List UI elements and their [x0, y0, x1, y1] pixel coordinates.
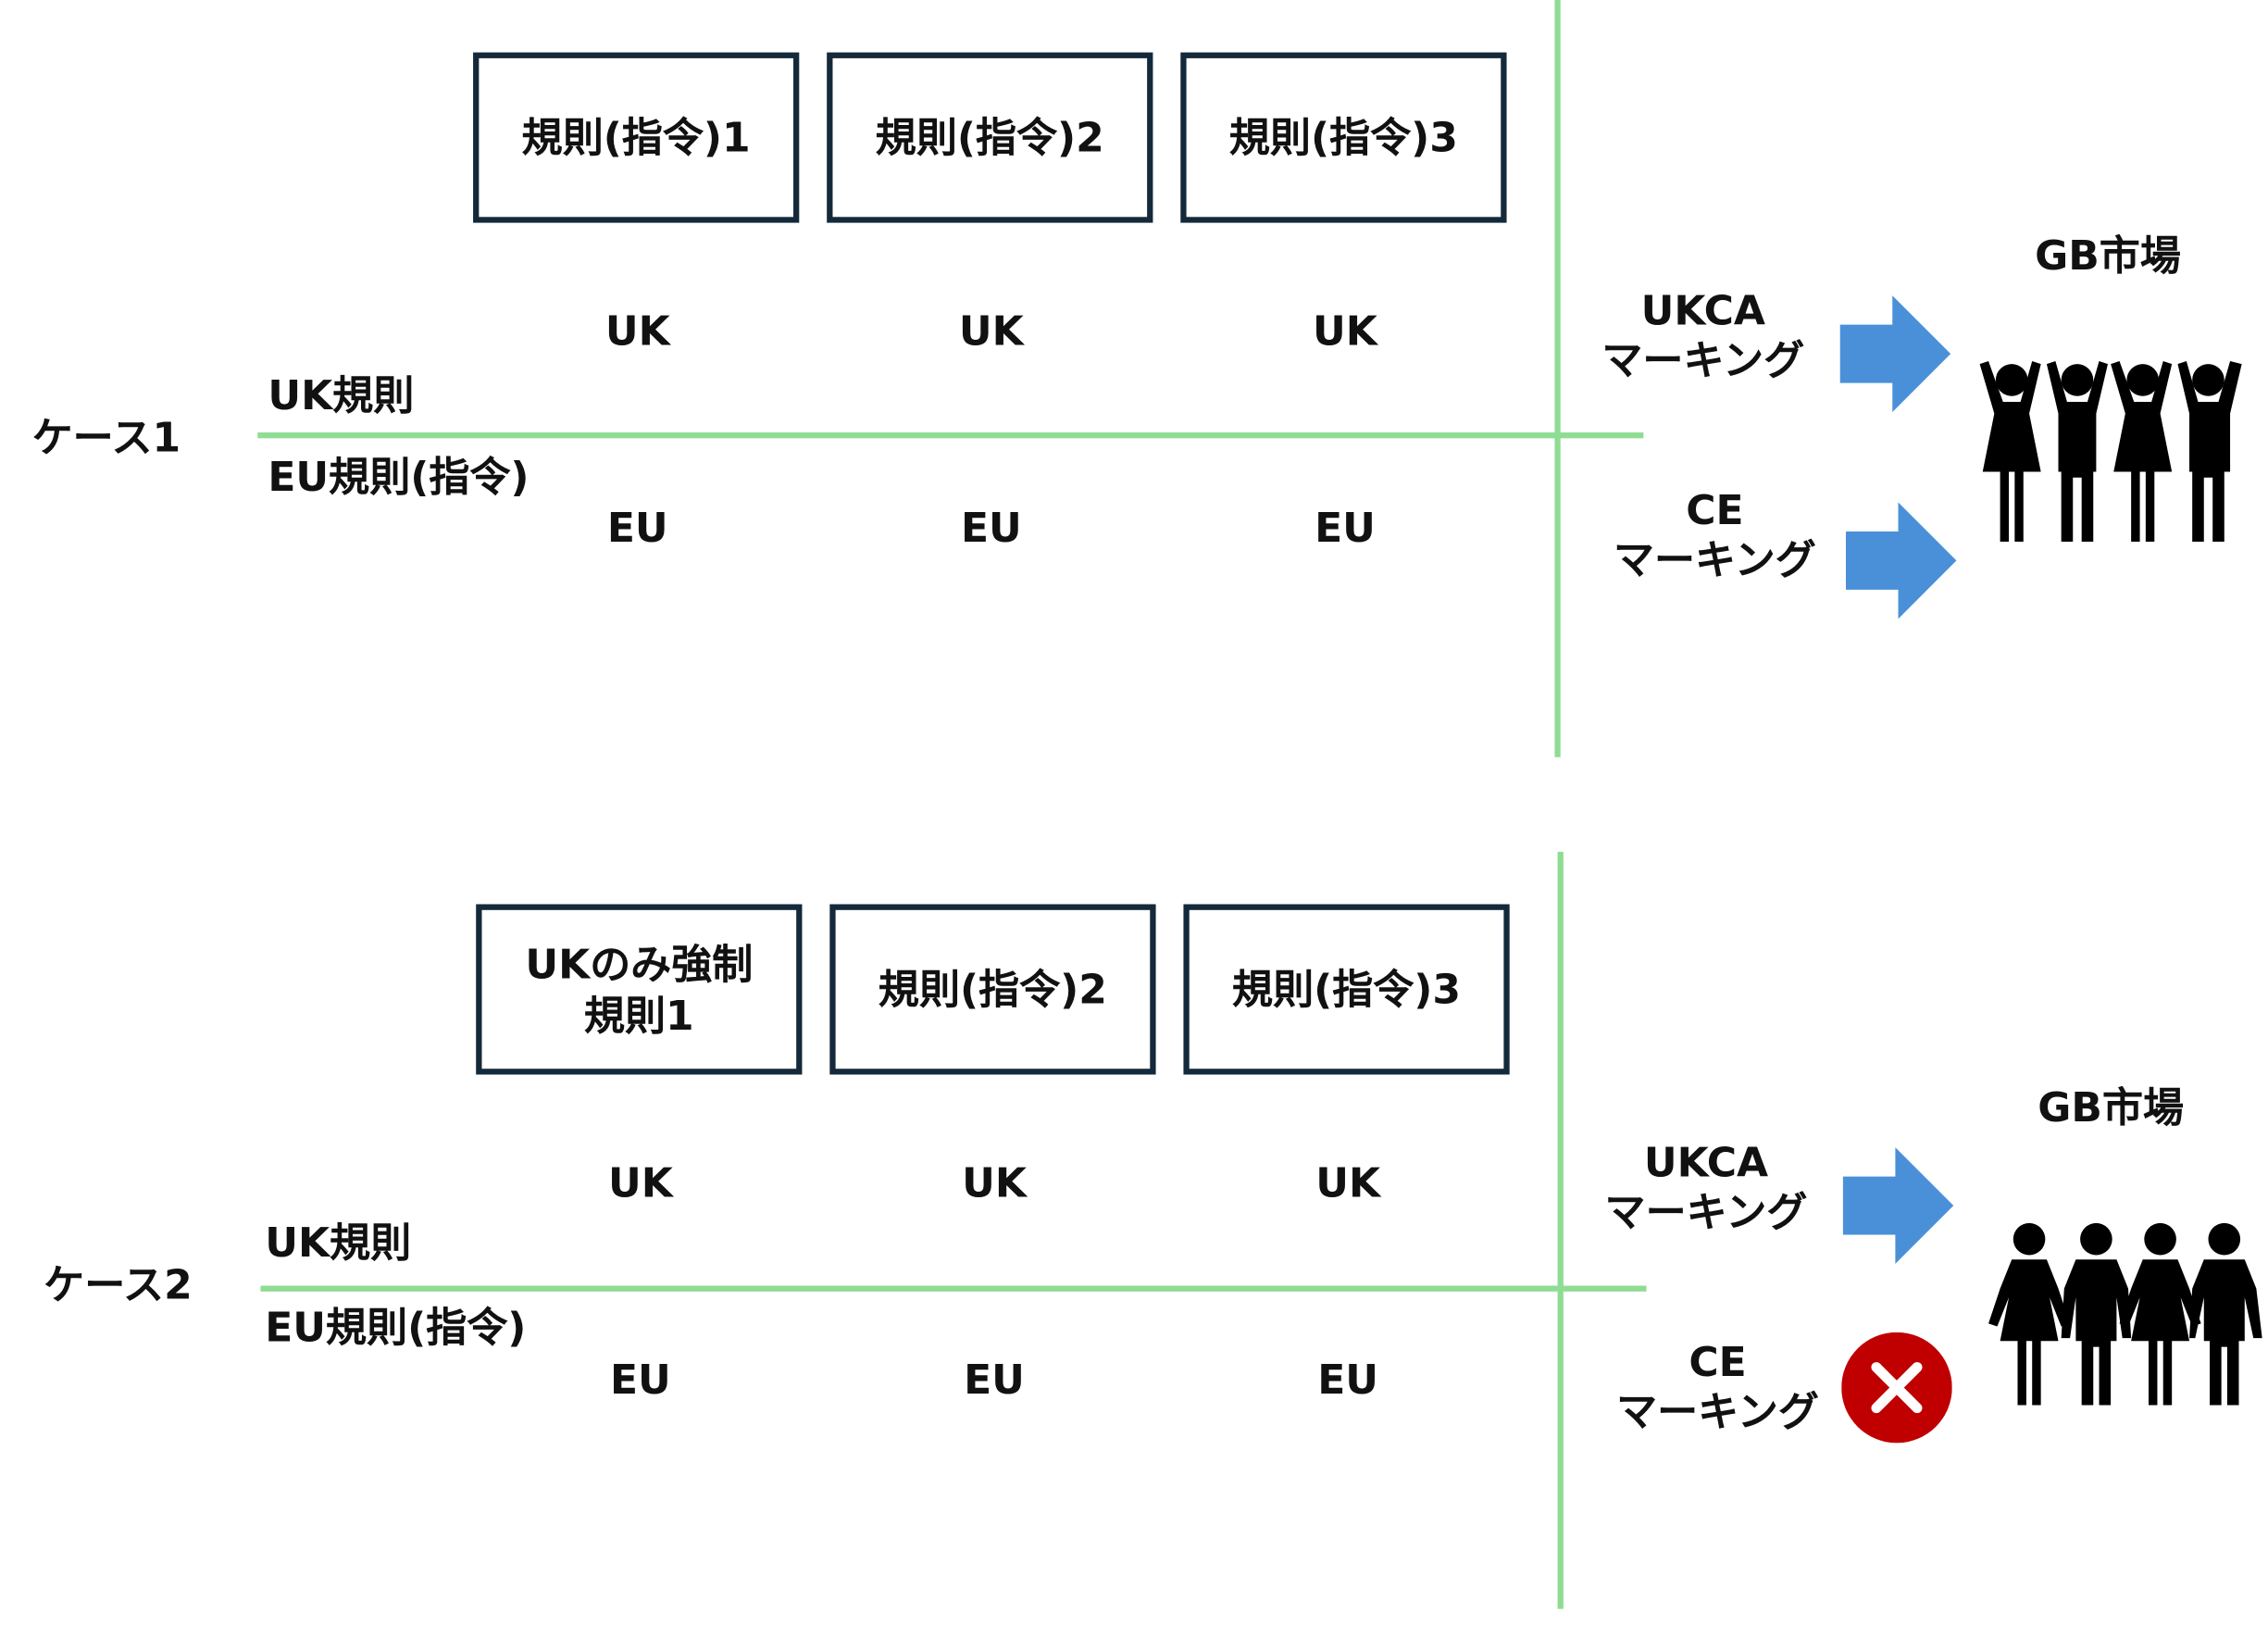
people-cheering-icon [1979, 360, 2242, 542]
ukca-label-line1: UKCA [1640, 286, 1765, 335]
regulation-box-3: 規則(指令)3 [1180, 52, 1507, 223]
eu-rule-label: EU規則(指令) [265, 1303, 527, 1352]
case2-panel: UKのみ強制 規則1 規則(指令)2 規則(指令)3 UK UK UK UK規則… [0, 851, 2268, 1638]
eu-mark-1: EU [606, 504, 668, 552]
people-standing-icon [1988, 1222, 2262, 1406]
uk-mark-3: UK [1313, 306, 1377, 356]
uk-mark-1: UK [607, 1158, 673, 1207]
arrow-right-icon [1842, 1147, 1954, 1264]
eu-mark-2: EU [964, 1355, 1025, 1404]
case-label: ケース1 [31, 413, 181, 462]
arrow-right-icon [1839, 295, 1951, 413]
eu-mark-3: EU [1317, 1355, 1379, 1404]
eu-mark-3: EU [1315, 504, 1376, 552]
border-vertical-line [1557, 851, 1564, 1609]
x-circle-icon [1841, 1332, 1952, 1444]
eu-mark-2: EU [960, 504, 1022, 552]
ce-label-line1: CE [1689, 1338, 1747, 1387]
uk-rule-label: UK規則 [268, 370, 415, 419]
border-vertical-line [1554, 0, 1561, 757]
arrow-right-icon [1845, 502, 1957, 619]
ukca-label-line2: マーキング [1604, 1188, 1808, 1237]
case-label: ケース2 [44, 1260, 193, 1309]
gb-market-label: GB市場 [2035, 231, 2181, 280]
uk-mark-3: UK [1315, 1158, 1381, 1207]
eu-mark-1: EU [609, 1355, 671, 1404]
regulation-box-1: UKのみ強制 規則1 [476, 904, 803, 1075]
ce-label-line1: CE [1686, 486, 1744, 535]
case1-panel: 規則(指令)1 規則(指令)2 規則(指令)3 UK UK UK UK規則 ケー… [0, 0, 2268, 786]
regulation-box-1: 規則(指令)1 [473, 52, 800, 223]
ukca-label-line1: UKCA [1643, 1138, 1769, 1187]
uk-mark-2: UK [958, 306, 1024, 356]
gb-market-label: GB市場 [2037, 1082, 2185, 1132]
ce-label-line2: マーキング [1613, 535, 1816, 584]
regulation-box-2: 規則(指令)2 [829, 904, 1156, 1075]
eu-rule-label: EU規則(指令) [268, 453, 530, 501]
uk-mark-2: UK [962, 1158, 1027, 1207]
ukca-label-line2: マーキング [1601, 336, 1805, 385]
uk-mark-1: UK [604, 306, 670, 356]
regulation-box-3: 規則(指令)3 [1183, 904, 1510, 1075]
ce-label-line2: マーキング [1616, 1387, 1819, 1436]
uk-rule-label: UK規則 [265, 1219, 412, 1268]
regulation-box-2: 規則(指令)2 [827, 52, 1153, 223]
uk-eu-divider-line [260, 1285, 1647, 1292]
uk-eu-divider-line [257, 432, 1644, 439]
